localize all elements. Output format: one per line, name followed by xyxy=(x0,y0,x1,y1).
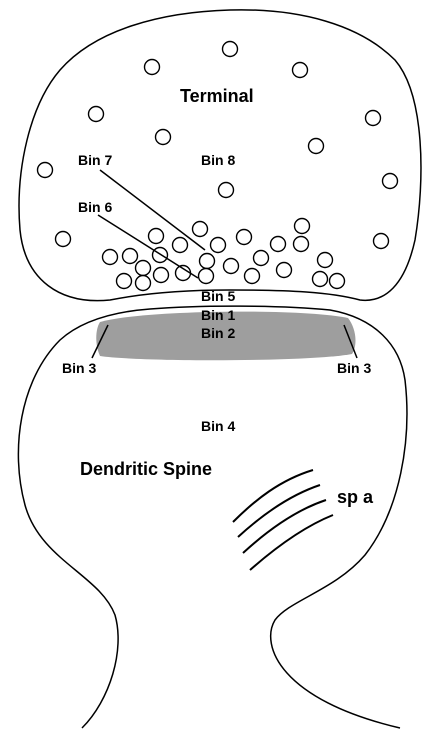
vesicle xyxy=(136,276,151,291)
vesicle xyxy=(117,274,132,289)
bin3-right-label: Bin 3 xyxy=(337,361,371,375)
spine-apparatus xyxy=(233,470,333,570)
bin7-label: Bin 7 xyxy=(78,153,112,167)
vesicle xyxy=(149,229,164,244)
spine-apparatus-label: sp a xyxy=(337,488,373,506)
bin3-left-label: Bin 3 xyxy=(62,361,96,375)
vesicle xyxy=(38,163,53,178)
vesicle xyxy=(313,272,328,287)
dendritic-spine-label: Dendritic Spine xyxy=(80,460,212,478)
vesicle xyxy=(200,254,215,269)
bin4-label: Bin 4 xyxy=(201,419,235,433)
vesicle xyxy=(254,251,269,266)
vesicle xyxy=(173,238,188,253)
bin5-label: Bin 5 xyxy=(201,289,235,303)
vesicle xyxy=(237,230,252,245)
vesicle xyxy=(211,238,226,253)
vesicle xyxy=(89,107,104,122)
vesicle xyxy=(136,261,151,276)
vesicle xyxy=(245,269,260,284)
bin2-label: Bin 2 xyxy=(201,326,235,340)
vesicle xyxy=(318,253,333,268)
vesicle xyxy=(295,219,310,234)
vesicle xyxy=(271,237,286,252)
vesicle xyxy=(145,60,160,75)
vesicle xyxy=(123,249,138,264)
vesicle xyxy=(294,237,309,252)
vesicle xyxy=(366,111,381,126)
vesicle xyxy=(153,248,168,263)
vesicle xyxy=(223,42,238,57)
vesicle xyxy=(330,274,345,289)
terminal-label: Terminal xyxy=(180,87,254,105)
vesicle xyxy=(154,268,169,283)
vesicle xyxy=(309,139,324,154)
vesicle xyxy=(383,174,398,189)
vesicle xyxy=(56,232,71,247)
vesicle xyxy=(219,183,234,198)
vesicle xyxy=(103,250,118,265)
vesicle xyxy=(193,222,208,237)
bin8-label: Bin 8 xyxy=(201,153,235,167)
vesicle xyxy=(293,63,308,78)
vesicle xyxy=(199,269,214,284)
vesicle xyxy=(224,259,239,274)
vesicle xyxy=(374,234,389,249)
vesicle xyxy=(156,130,171,145)
bin1-label: Bin 1 xyxy=(201,308,235,322)
vesicle xyxy=(277,263,292,278)
bin6-label: Bin 6 xyxy=(78,200,112,214)
